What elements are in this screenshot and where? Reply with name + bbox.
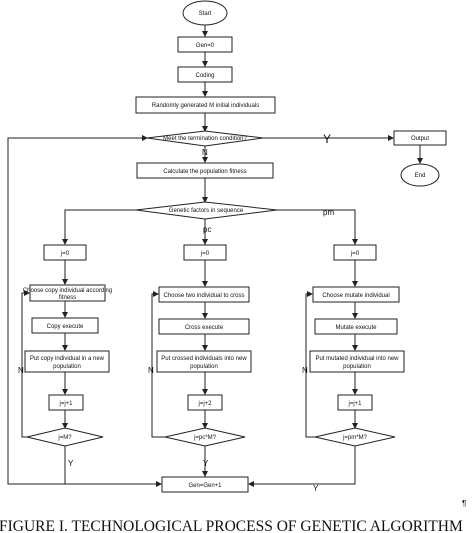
svg-text:Choose copy individual accordi: Choose copy individual according (23, 288, 112, 294)
svg-text:Put mutated individual into ne: Put mutated individual into new (315, 356, 399, 362)
increment-left: j=j+1 (48, 394, 84, 411)
svg-text:Gen=Gen+1: Gen=Gen+1 (188, 483, 222, 489)
put-cross-box: Put crossed individuals into new populat… (156, 350, 252, 373)
svg-text:Mutate execute: Mutate execute (335, 325, 377, 331)
put-mutate-box: Put mutated individual into new populati… (309, 350, 405, 373)
svg-text:Coding: Coding (195, 73, 214, 79)
svg-text:j=j+2: j=j+2 (197, 401, 212, 407)
svg-text:population: population (190, 364, 218, 370)
svg-text:j=j+1: j=j+1 (58, 401, 73, 407)
svg-text:Put crossed individuals into n: Put crossed individuals into new (161, 356, 247, 362)
label-yes-output: Y (323, 132, 331, 146)
svg-text:fitness: fitness (59, 295, 76, 301)
fitness-box: Calculate the population fitness (136, 162, 274, 179)
svg-text:j=pc*M?: j=pc*M? (193, 435, 217, 441)
label-yes-middle: Y (203, 459, 209, 468)
choose-mutate-box: Choose mutate individual (312, 286, 400, 303)
genetic-factors-diamond: Genetic factors in sequence (135, 201, 278, 220)
gen-increment-box: Gen=Gen+1 (161, 476, 249, 493)
init-j-middle: j=0 (183, 244, 227, 261)
svg-text:Genetic factors in sequence: Genetic factors in sequence (169, 208, 244, 214)
condition-mutate: j=pm*M? (314, 427, 396, 447)
svg-text:j=pm*M?: j=pm*M? (342, 435, 368, 441)
label-no-left: N (18, 366, 24, 375)
svg-text:End: End (415, 173, 426, 179)
output-box: Output (393, 130, 447, 146)
choose-copy-box: Choose copy individual according fitness (23, 284, 112, 302)
termination-decision: Meet the termination condition? (146, 130, 264, 147)
svg-text:Copy execute: Copy execute (47, 324, 84, 330)
start-node: Start (182, 0, 228, 26)
connectors (7, 25, 423, 487)
label-no-right: N (302, 366, 308, 375)
condition-copy: j=M? (26, 427, 104, 447)
init-j-left: j=0 (43, 244, 87, 261)
random-init-box: Randomly generated M initial individuals (135, 96, 276, 114)
increment-right: j=j+1 (337, 394, 373, 411)
svg-text:j=0: j=0 (350, 251, 360, 257)
svg-text:Meet the termination condition: Meet the termination condition? (163, 136, 247, 142)
svg-text:j=j+1: j=j+1 (347, 401, 362, 407)
cross-execute-box: Cross execute (158, 318, 250, 335)
svg-text:Put copy individual in a new: Put copy individual in a new (30, 356, 105, 362)
choose-cross-box: Choose two individual to cross (158, 286, 250, 303)
label-yes-left: Y (68, 459, 74, 468)
svg-text:Start: Start (199, 11, 212, 17)
svg-text:Randomly generated M initial i: Randomly generated M initial individuals (152, 103, 259, 109)
label-pm: pm (323, 208, 334, 217)
svg-text:Cross execute: Cross execute (185, 325, 224, 331)
svg-text:j=0: j=0 (200, 251, 210, 257)
svg-text:Choose mutate individual: Choose mutate individual (322, 293, 389, 299)
svg-text:Output: Output (411, 136, 429, 142)
init-j-right: j=0 (333, 244, 377, 261)
end-node: End (400, 163, 440, 187)
svg-text:j=0: j=0 (60, 251, 70, 257)
label-no-middle: N (148, 366, 154, 375)
mutate-execute-box: Mutate execute (314, 318, 398, 335)
put-copy-box: Put copy individual in a new population (24, 350, 110, 373)
svg-text:population: population (53, 364, 81, 370)
svg-text:Gen=0: Gen=0 (196, 43, 215, 49)
label-pc: pc (203, 225, 211, 234)
svg-text:population: population (343, 364, 371, 370)
coding-box: Coding (177, 66, 233, 83)
figure-caption: FIGURE I. TECHNOLOGICAL PROCESS OF GENET… (0, 518, 463, 533)
label-yes-right: Y (313, 484, 319, 493)
label-no-fitness: N (202, 148, 208, 157)
svg-text:j=M?: j=M? (57, 435, 72, 441)
condition-cross: j=pc*M? (164, 427, 246, 447)
pilcrow-mark: ¶ (462, 499, 466, 508)
svg-text:Choose two individual to cross: Choose two individual to cross (163, 293, 244, 299)
copy-execute-box: Copy execute (31, 317, 99, 334)
svg-text:Calculate the population fitne: Calculate the population fitness (163, 169, 246, 175)
gen0-box: Gen=0 (177, 36, 233, 53)
increment-middle: j=j+2 (187, 394, 223, 411)
